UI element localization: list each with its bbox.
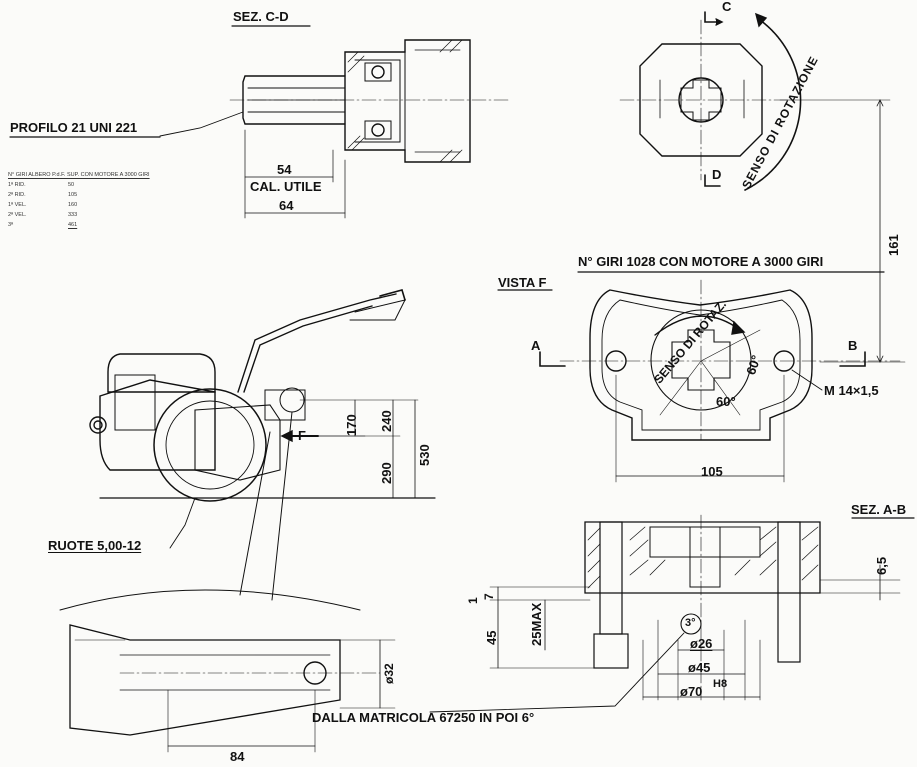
speed-rpm: 461 [68, 221, 78, 228]
speed-table-row: 1ª VEL. 160 [8, 201, 208, 213]
dim-54: 54 [277, 162, 292, 177]
dim-6-5: 6,5 [874, 556, 889, 575]
dim-25-max: 25MAX [529, 602, 544, 646]
speed-gear: 2ª VEL. [8, 211, 27, 218]
speed-table-row: 1ª RID. 50 [8, 181, 208, 193]
dim-dia-45: ø45 [688, 660, 711, 675]
speed-rpm: 50 [68, 181, 75, 188]
speed-table-row: 3ª 461 [8, 221, 208, 233]
dim-7: 7 [482, 593, 496, 600]
flange-front-view [619, 11, 906, 363]
vista-f-flange [539, 279, 901, 483]
profilo-label: PROFILO 21 UNI 221 [10, 120, 138, 135]
dim-290: 290 [379, 462, 394, 484]
speed-table-row: 2ª RID. 105 [8, 191, 208, 203]
vista-f-title: VISTA F [498, 275, 547, 290]
cal-utile-label: CAL. UTILE [250, 179, 322, 194]
dim-1: 1 [466, 597, 480, 604]
speed-gear: 1ª RID. [8, 181, 26, 188]
section-mark-a: A [531, 338, 541, 353]
section-mark-d: D [712, 167, 722, 182]
section-ab [429, 514, 901, 713]
dim-161: 161 [886, 234, 901, 256]
angle-3-label: 3° [685, 617, 696, 629]
speed-table: N° GIRI ALBERO P.d.F. SUP. CON MOTORE A … [8, 172, 208, 233]
speed-rpm: 160 [68, 201, 78, 208]
speed-gear: 1ª VEL. [8, 201, 27, 208]
dim-dia-70: ø70 [680, 684, 703, 699]
dim-530: 530 [417, 444, 432, 466]
speed-gear: 2ª RID. [8, 191, 26, 198]
heading-underlines [9, 25, 915, 519]
tractor-side-view [89, 289, 436, 601]
section-cd-title: SEZ. C-D [233, 9, 289, 24]
speed-table-row: 2ª VEL. 333 [8, 211, 208, 223]
dim-240: 240 [379, 410, 394, 432]
dim-64: 64 [279, 198, 294, 213]
speed-table-header: N° GIRI ALBERO P.d.F. SUP. CON MOTORE A … [8, 172, 150, 178]
giri-label: N° GIRI 1028 CON MOTORE A 3000 GIRI [578, 254, 824, 269]
matricola-label: DALLA MATRICOLA 67250 IN POI 6° [312, 710, 535, 725]
tolerance-h8: H8 [713, 678, 728, 690]
dim-angle-60-b: 60° [716, 394, 736, 409]
speed-rpm: 105 [68, 191, 78, 198]
dim-170: 170 [344, 414, 359, 436]
dim-dia-26: ø26 [690, 636, 713, 651]
section-mark-c: C [722, 0, 732, 14]
dim-84: 84 [230, 749, 245, 764]
section-mark-b: B [848, 338, 858, 353]
view-mark-f: F [298, 428, 306, 443]
speed-rpm: 333 [68, 211, 78, 218]
dim-45-height: 45 [484, 630, 499, 645]
shaft-section-cd [159, 39, 511, 219]
speed-gear: 3ª [8, 221, 14, 228]
section-ab-title: SEZ. A-B [851, 502, 907, 517]
shaft-detail [59, 589, 396, 753]
dim-105: 105 [701, 464, 723, 479]
thread-label: M 14×1,5 [824, 383, 879, 398]
dim-dia-32: ø32 [382, 663, 396, 684]
ruote-label: RUOTE 5,00-12 [48, 538, 142, 553]
